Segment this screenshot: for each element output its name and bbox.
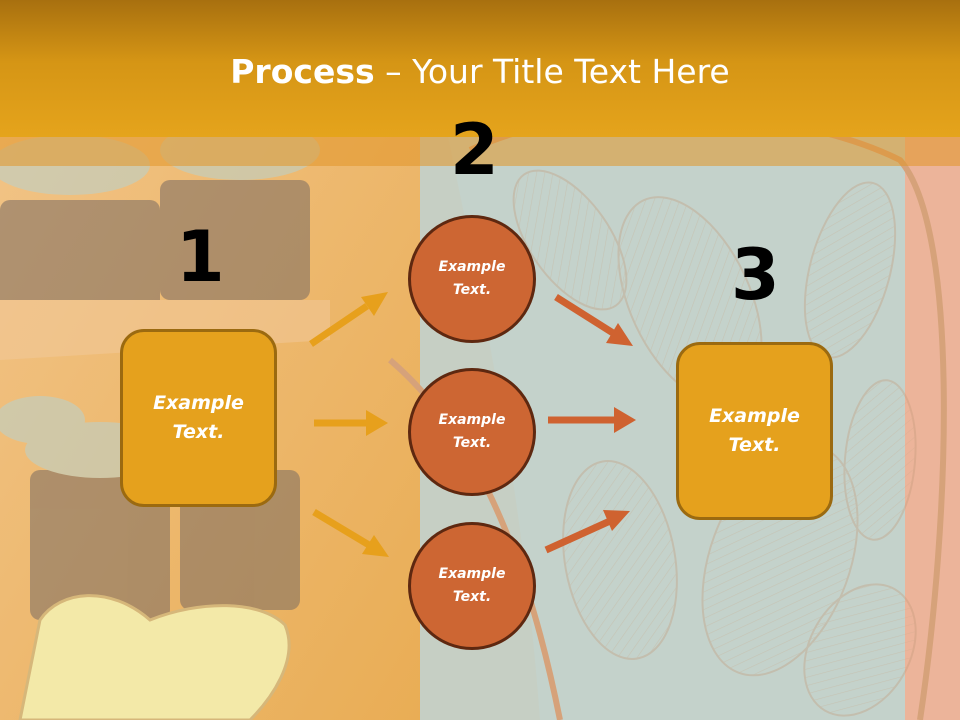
end-box: Example Text. [676,342,833,520]
title-band [0,137,960,166]
step-number-3: 3 [731,234,780,316]
arrow-to-top [309,292,388,347]
arrow-from-top [554,294,633,346]
start-box-text: Example Text. [153,392,244,443]
middle-circle-center: Example Text. [408,368,536,496]
middle-circle-bottom: Example Text. [408,522,536,650]
middle-circle-top-text: Example Text. [438,259,506,298]
middle-circle-top: Example Text. [408,215,536,343]
arrow-to-center [314,410,388,436]
arrow-from-bottom [544,510,630,554]
end-box-text: Example Text. [709,405,800,456]
middle-circle-center-text: Example Text. [438,412,506,451]
step-number-1: 1 [176,216,225,298]
title-bar [0,0,960,137]
slide-title-rest: – Your Title Text Here [374,52,730,91]
arrow-to-bottom [312,508,389,557]
start-box: Example Text. [120,329,277,507]
slide-title-bold: Process [230,52,375,91]
step-number-2: 2 [450,109,499,191]
arrow-from-center [548,407,636,433]
middle-circle-bottom-text: Example Text. [438,566,506,605]
slide-title: Process – Your Title Text Here [0,52,960,91]
